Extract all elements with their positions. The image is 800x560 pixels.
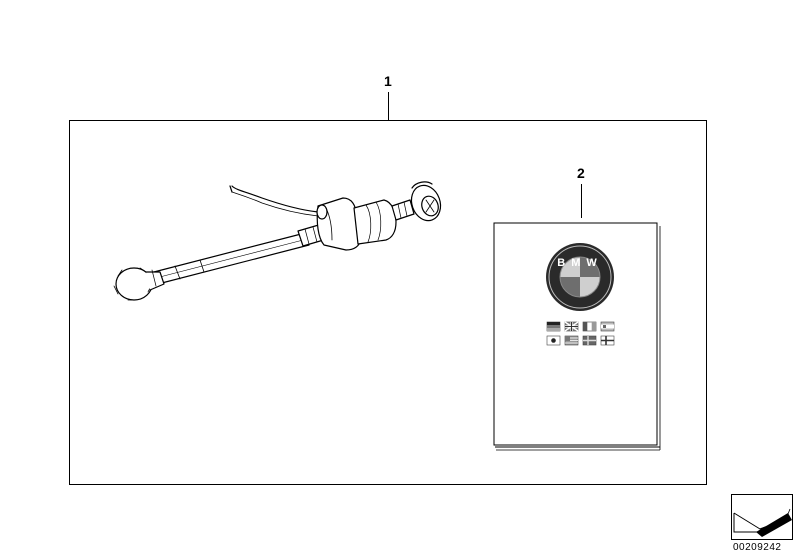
catalog-number: 00209242 bbox=[733, 542, 782, 553]
catalog-page-icon bbox=[733, 508, 792, 537]
language-flags-icon bbox=[546, 321, 615, 346]
callout-2-label: 2 bbox=[577, 165, 585, 181]
callout-1-leader bbox=[388, 92, 389, 120]
adjustment-tool-icon bbox=[113, 181, 442, 301]
bmw-logo-text: BMW bbox=[557, 257, 603, 269]
callout-2-leader bbox=[581, 184, 582, 218]
parts-frame bbox=[69, 120, 707, 485]
catalog-box bbox=[731, 494, 793, 540]
callout-1-label: 1 bbox=[384, 73, 392, 89]
bmw-roundel-icon bbox=[546, 243, 614, 311]
